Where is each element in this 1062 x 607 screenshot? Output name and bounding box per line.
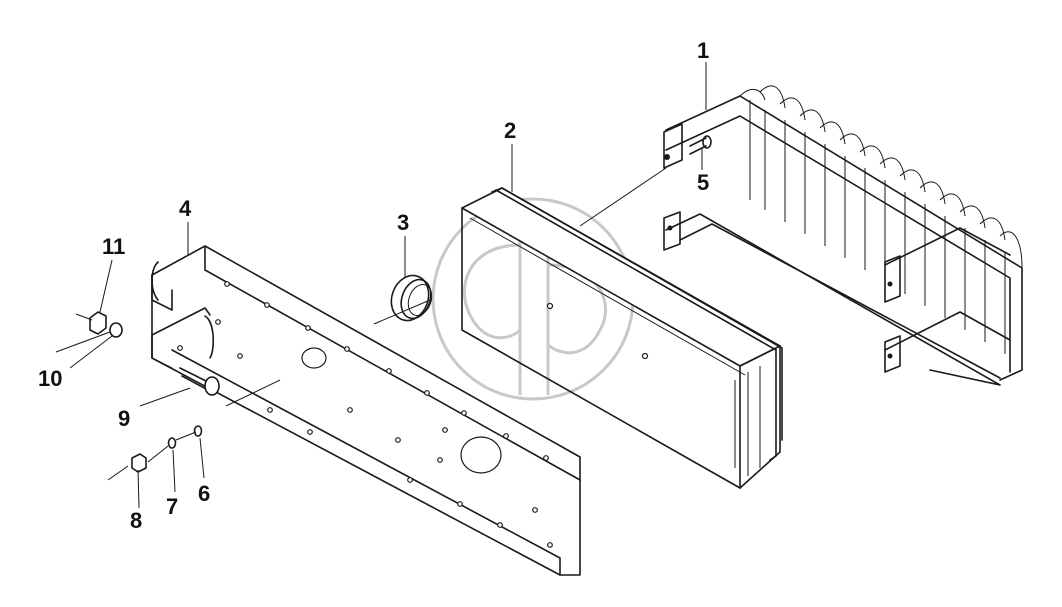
callout-1: 1 [697,38,710,63]
callout-3: 3 [397,210,410,235]
part-7-washer [167,437,177,449]
part-2-filter-element [461,187,783,489]
callout-8: 8 [130,508,143,533]
callout-11: 11 [102,234,126,259]
part-3-sealing-ring [390,274,433,322]
assembly-lines [55,167,667,481]
part-8-nut [131,453,147,473]
callout-4: 4 [179,196,192,221]
part-10-washer [109,322,123,338]
callout-6: 6 [198,481,211,506]
callout-7: 7 [166,494,179,519]
callout-9: 9 [118,406,131,431]
part-1-wire-guard [663,85,1023,386]
part-9-bolt [179,367,220,396]
callout-10: 10 [38,366,63,391]
part-4-mounting-bracket [151,245,581,576]
callout-2: 2 [504,118,517,143]
part-5-bolt [689,135,712,155]
callout-5: 5 [697,170,710,195]
part-11-nut [89,311,107,335]
leader-lines [69,62,707,509]
part-6-washer [193,425,203,437]
